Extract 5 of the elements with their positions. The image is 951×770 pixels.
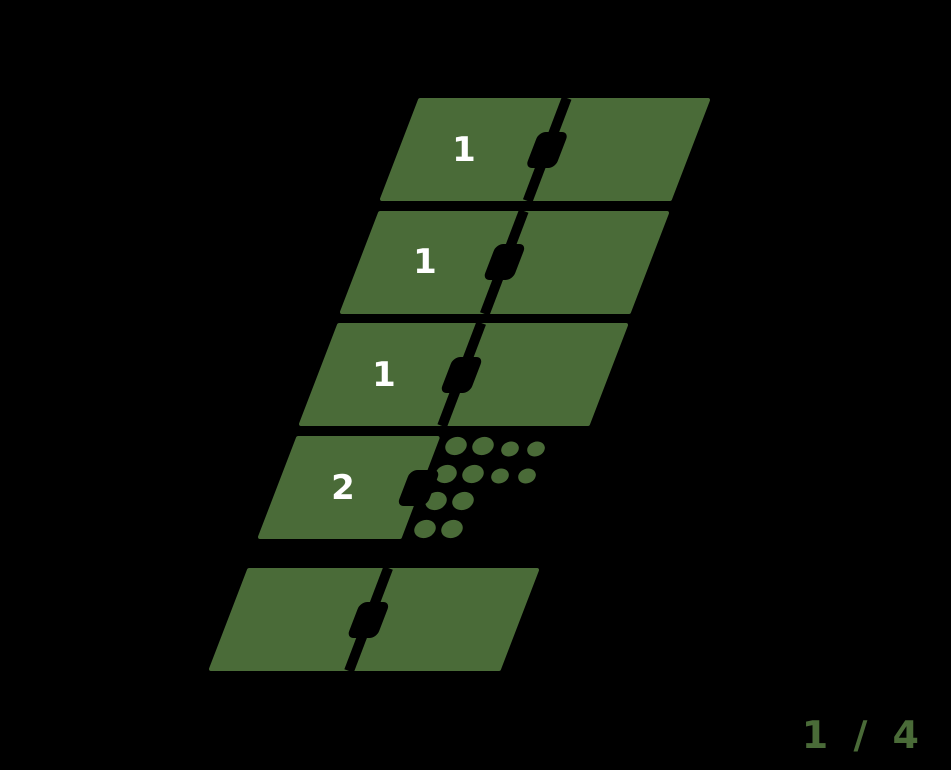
tile-number: 1 [413,245,437,279]
tile-number: 2 [331,471,355,505]
tile-number: 1 [452,133,476,167]
page-counter: 1 / 4 [802,716,925,754]
tile-number: 1 [372,358,396,392]
